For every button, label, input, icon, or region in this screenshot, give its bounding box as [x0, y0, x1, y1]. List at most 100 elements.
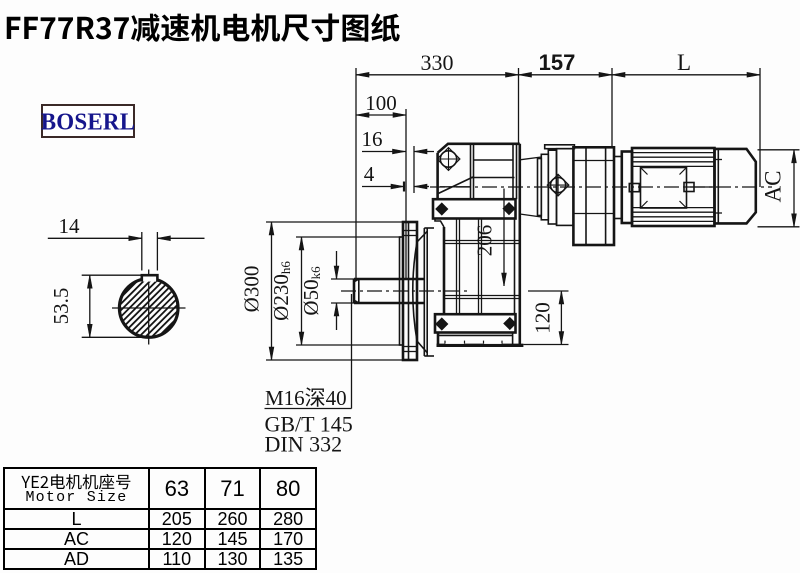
dia50-value: Ø50	[299, 279, 323, 315]
upper-band	[431, 197, 517, 220]
upper-band-bolt-left	[435, 202, 449, 216]
dia230-label: Ø230h6	[269, 261, 293, 321]
dim16-arrow-right	[413, 148, 428, 155]
housing-top-outline	[436, 142, 520, 154]
shaft-chamfer-top	[353, 278, 360, 283]
dim100-arrow-right	[392, 112, 407, 118]
motor-bearing-left	[628, 182, 641, 193]
dimAC-label: AC	[761, 171, 786, 203]
table-row-label: AD	[3, 548, 150, 570]
table-column-header: 63	[148, 467, 206, 510]
bell-curve	[411, 241, 418, 342]
dim4-arrow-right	[413, 183, 428, 190]
dia230-value: Ø230	[269, 274, 293, 321]
dia300-label: Ø300	[240, 266, 264, 313]
foot-notch-right	[483, 341, 502, 344]
dim330-label: 330	[421, 50, 454, 75]
dim120-arrow-top	[558, 290, 565, 305]
dim16-arrow-left	[392, 148, 406, 155]
dim535-arrow-bottom	[87, 323, 93, 338]
keyway-notch-cover	[141, 274, 158, 282]
table-row-label: AC	[3, 528, 150, 550]
table-header-en: Motor Size	[25, 489, 128, 507]
dim157-arrow-right	[598, 72, 613, 78]
dia300-arrow-top	[268, 221, 275, 236]
table-cell-value: 135	[259, 548, 317, 570]
dim535-label: 53.5	[49, 288, 73, 325]
note-thread: M16深40	[265, 386, 347, 410]
table-row-label: L	[3, 508, 150, 530]
dia230-tolerance: h6	[278, 261, 293, 275]
dimAC-arrow-top	[791, 149, 797, 164]
dim330-arrow-left	[355, 72, 370, 78]
dimL-arrow-left	[611, 72, 626, 78]
stator-corner-bl	[640, 200, 648, 209]
dim157-label: 157	[539, 50, 576, 75]
dim206-label: 206	[473, 225, 497, 257]
dim535-arrow-top	[87, 275, 93, 289]
stator-corner-br	[679, 200, 687, 209]
dim206-arrow-bottom	[501, 272, 507, 287]
table-cell-value: 205	[148, 508, 206, 530]
bell-top-diag	[416, 230, 428, 243]
brand-logo: BOSERL	[41, 104, 135, 138]
dia230-arrow-top	[298, 236, 305, 251]
table-header-cn: YE2电机机座号	[21, 468, 132, 493]
table-cell-value: 110	[148, 548, 206, 570]
table-cell-value: 280	[259, 508, 317, 530]
input-top-lug	[543, 144, 576, 150]
dim4-label: 4	[364, 162, 375, 186]
table-column-header: 71	[203, 467, 262, 510]
upper-band-bolt-right	[502, 201, 516, 216]
dia50-tolerance: k6	[308, 266, 323, 280]
input-connector	[519, 156, 542, 161]
table-column-header: 80	[259, 467, 317, 510]
dimAC-arrow-bottom	[791, 213, 797, 227]
dim4-arrow-left	[390, 183, 405, 190]
housing-cover-diagonal	[438, 176, 474, 195]
page-title: FF77R37减速机电机尺寸图纸	[4, 4, 401, 48]
dim100-arrow-left	[355, 112, 370, 118]
dim16-label: 16	[362, 127, 383, 151]
table-cell-value: 170	[259, 528, 317, 550]
dia230-arrow-bottom	[298, 331, 305, 346]
body-left-step	[434, 218, 445, 228]
dim14-arrow-right	[157, 235, 171, 242]
dimL-arrow-right	[746, 72, 761, 78]
dim14-label: 14	[59, 214, 81, 238]
shaft-chamfer-bottom	[353, 299, 360, 304]
dim157-arrow-left	[518, 72, 532, 78]
table-cell-value: 260	[203, 508, 262, 530]
table-cell-value: 120	[148, 528, 206, 550]
dia50-arrow-top	[333, 265, 340, 280]
bell-bottom-diag	[416, 340, 428, 354]
note-gbt: GB/T 145	[265, 412, 353, 437]
table-header-motor-size: YE2电机机座号 Motor Size	[3, 467, 150, 510]
table-cell-value: 130	[203, 548, 262, 570]
input-connector-b	[519, 213, 542, 218]
flange-spigot	[398, 236, 404, 346]
dia50-label: Ø50k6	[299, 266, 323, 316]
input-main-block	[572, 146, 616, 247]
dim120-label: 120	[531, 302, 555, 334]
keyway-notch-outline	[140, 273, 159, 282]
dim100-label: 100	[365, 91, 397, 115]
stator-corner-tr	[679, 167, 687, 175]
dim14-arrow-left	[128, 235, 142, 242]
foot-notch-left	[445, 341, 465, 344]
table-cell-value: 145	[203, 528, 262, 550]
dim120-arrow-bottom	[558, 331, 565, 345]
lower-band-bolt-left	[435, 317, 449, 331]
dim330-arrow-right	[505, 72, 519, 78]
dia300-arrow-bottom	[268, 346, 275, 361]
dia50-arrow-bottom	[333, 302, 340, 317]
note-din: DIN 332	[265, 432, 343, 457]
motor-stator	[639, 166, 688, 209]
